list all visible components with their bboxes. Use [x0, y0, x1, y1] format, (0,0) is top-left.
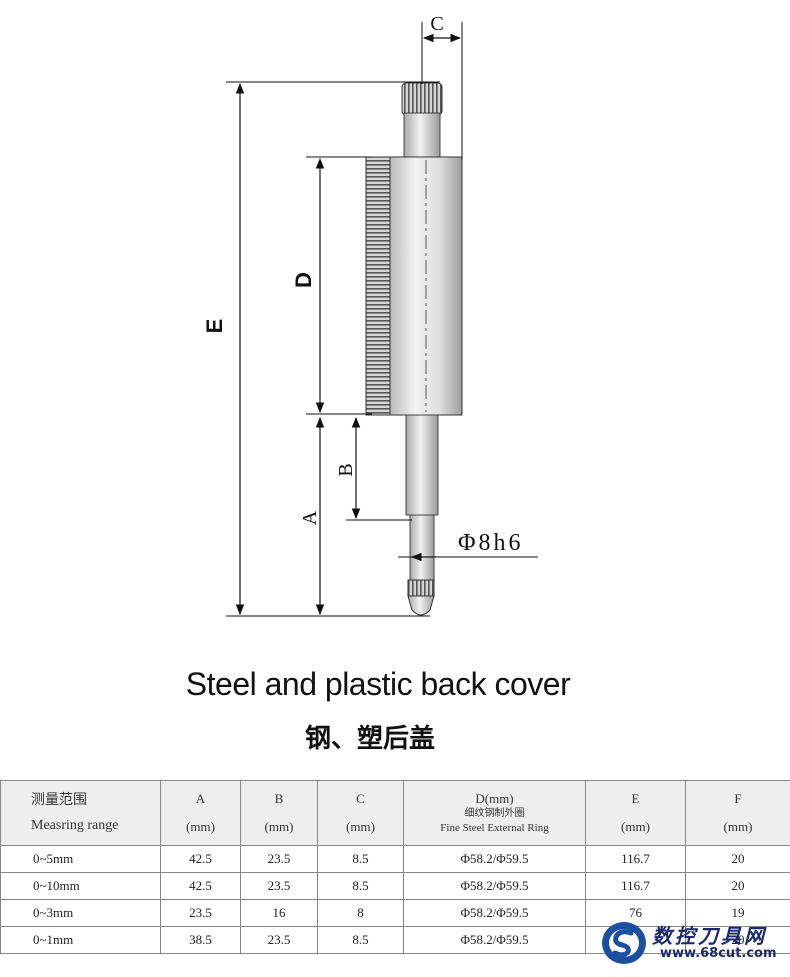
- header-c: C (mm): [317, 780, 404, 846]
- watermark-logo-icon: [602, 922, 646, 964]
- cell-f: 20: [685, 845, 790, 873]
- cell-e: 76: [585, 899, 686, 927]
- cell-range: 0~1mm: [0, 926, 161, 954]
- header-e-unit: (mm): [621, 819, 650, 834]
- cell-a: 23.5: [160, 899, 241, 927]
- header-d-label: D(mm): [475, 791, 514, 806]
- dial-body: [365, 156, 463, 416]
- header-c-label: C: [356, 791, 365, 806]
- cell-a: 38.5: [160, 926, 241, 954]
- label-d: D: [291, 272, 316, 288]
- header-c-unit: (mm): [346, 819, 375, 834]
- header-d-cn: 细纹钢制外圈: [464, 808, 525, 819]
- dimension-e: E: [202, 81, 440, 617]
- header-range: 测量范围 Measring range: [0, 780, 161, 846]
- cell-b: 23.5: [240, 845, 318, 873]
- title-english: Steel and plastic back cover: [185, 666, 571, 702]
- label-a: A: [299, 510, 321, 525]
- dimension-d: D: [291, 156, 372, 415]
- top-knob: [401, 82, 443, 160]
- cell-f: 20: [685, 872, 790, 900]
- header-b: B (mm): [240, 780, 318, 846]
- dimension-stem-diameter: Φ8h6: [398, 530, 538, 562]
- cell-b: 23.5: [240, 872, 318, 900]
- header-b-unit: (mm): [264, 819, 294, 834]
- cell-c: 8.5: [317, 845, 404, 873]
- dimension-c: C: [421, 13, 463, 160]
- cell-range: 0~3mm: [0, 899, 161, 927]
- dimension-a: A: [299, 416, 325, 616]
- watermark-text-cn: 数控刀具网: [652, 924, 767, 948]
- table-row: 0~10mm 42.5 23.5 8.5 Φ58.2/Φ59.5 116.7 2…: [0, 872, 790, 900]
- header-b-label: B: [274, 791, 284, 806]
- cell-d: Φ58.2/Φ59.5: [403, 872, 586, 900]
- title-chinese: 钢、塑后盖: [304, 724, 435, 754]
- label-b: B: [335, 463, 357, 476]
- cell-c: 8.5: [317, 926, 404, 954]
- cell-range: 0~5mm: [0, 845, 161, 873]
- header-range-cn: 测量范围: [31, 792, 87, 808]
- table-row: 0~5mm 42.5 23.5 8.5 Φ58.2/Φ59.5 116.7 20: [0, 845, 790, 873]
- header-a: A (mm): [160, 780, 241, 846]
- cell-d: Φ58.2/Φ59.5: [403, 926, 586, 954]
- label-e: E: [202, 319, 227, 334]
- header-f-label: F: [734, 791, 742, 806]
- cell-e: 116.7: [585, 872, 686, 900]
- cell-d: Φ58.2/Φ59.5: [403, 899, 586, 927]
- header-f: F (mm): [685, 780, 790, 846]
- cell-a: 42.5: [160, 845, 241, 873]
- cell-e: 116.7: [585, 845, 686, 873]
- header-d: D(mm) 细纹钢制外圈 Fine Steel External Ring: [403, 780, 586, 846]
- header-a-label: A: [195, 791, 206, 806]
- header-d-en: Fine Steel External Ring: [440, 822, 549, 834]
- label-c: C: [430, 13, 443, 35]
- cell-b: 16: [240, 899, 318, 927]
- header-f-unit: (mm): [723, 819, 753, 834]
- header-e: E (mm): [585, 780, 686, 846]
- table-header-row: 测量范围 Measring range A (mm) B (mm) C (mm)…: [0, 780, 790, 846]
- lower-stem: [405, 414, 439, 616]
- cell-c: 8: [317, 899, 404, 927]
- header-e-label: E: [631, 791, 640, 806]
- dimension-b: B: [335, 416, 412, 521]
- cell-d: Φ58.2/Φ59.5: [403, 845, 586, 873]
- header-range-en: Measring range: [31, 818, 119, 833]
- cell-range: 0~10mm: [0, 872, 161, 900]
- cell-c: 8.5: [317, 872, 404, 900]
- watermark-url: www.68cut.com: [660, 946, 777, 961]
- cell-a: 42.5: [160, 872, 241, 900]
- dial-indicator-drawing: E D A B C Φ8h6: [202, 13, 538, 617]
- cell-b: 23.5: [240, 926, 318, 954]
- header-a-unit: (mm): [186, 819, 215, 834]
- label-stem-diameter: Φ8h6: [458, 530, 524, 556]
- spec-table: 测量范围 Measring range A (mm) B (mm) C (mm)…: [0, 780, 790, 954]
- watermark: 数控刀具网 www.68cut.com: [600, 918, 790, 968]
